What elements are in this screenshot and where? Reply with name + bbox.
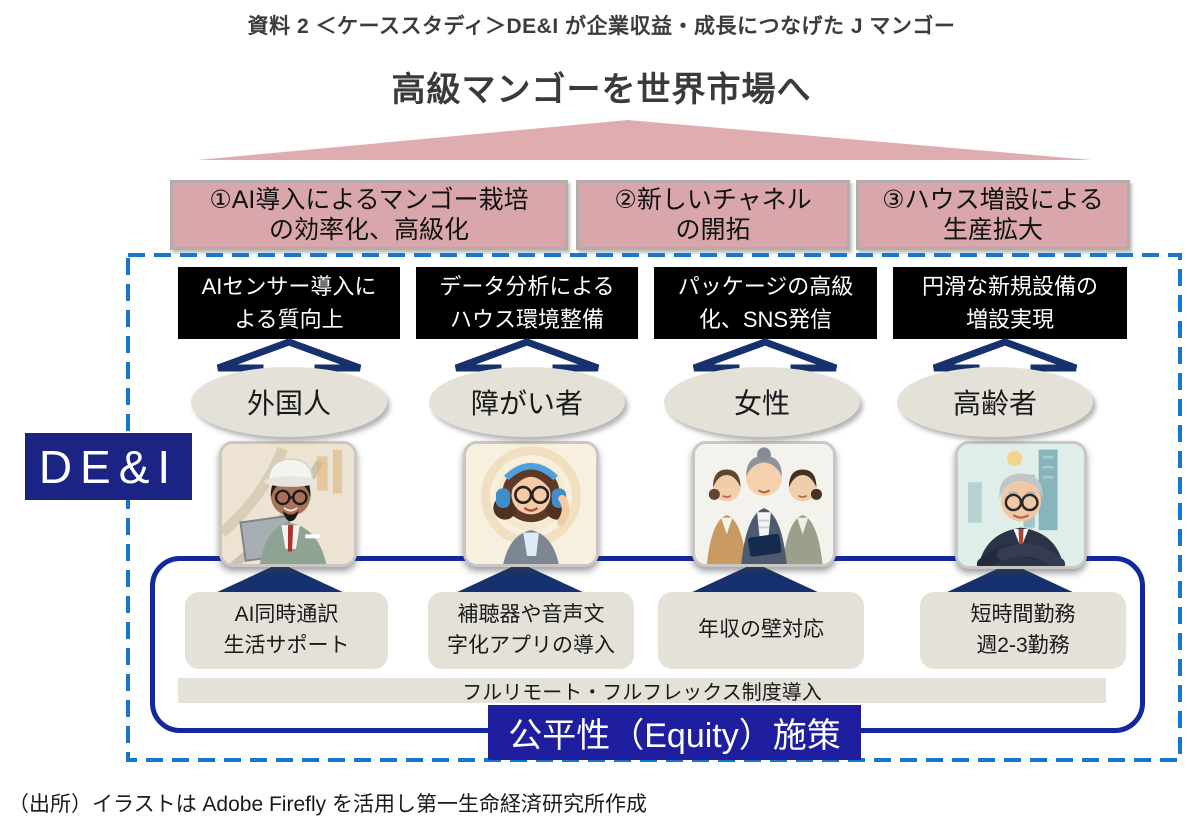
businesswomen-illustration-art [695, 444, 833, 564]
elderly-man-illustration-art [958, 444, 1084, 566]
page-title: 高級マンゴーを世界市場へ [391, 71, 812, 109]
group-ellipse-disabled: 障がい者 [429, 367, 625, 437]
shared-measure-bar: フルリモート・フルフレックス制度導入 [178, 678, 1106, 704]
illustration-foreign-worker [219, 441, 357, 567]
outcome-box-1: AIセンサー導入に よる質向上 [178, 267, 400, 339]
measure-box-2: 補聴器や音声文 字化アプリの導入 [428, 592, 634, 669]
measure-box-3: 年収の壁対応 [658, 592, 864, 669]
group-ellipse-seniors: 高齢者 [897, 367, 1093, 437]
outcome-box-2: データ分析による ハウス環境整備 [416, 267, 638, 339]
dei-dashed-border [126, 253, 1182, 762]
strategy-box-2: ②新しいチャネル の開拓 [576, 180, 850, 250]
strategy-box-1: ①AI導入によるマンゴー栽培 の効率化、高級化 [170, 180, 568, 250]
outcome-box-3: パッケージの高級 化、SNS発信 [654, 267, 877, 339]
strategy-box-3: ③ハウス増設による 生産拡大 [856, 180, 1130, 250]
measure-box-4: 短時間勤務 週2-3勤務 [920, 592, 1126, 669]
dei-label: DE&I [25, 433, 192, 500]
hearing-aid-woman-illustration-art [466, 444, 596, 564]
measure-box-1: AI同時通訳 生活サポート [185, 592, 388, 669]
foreign-worker-illustration-art [222, 444, 354, 564]
illustration-hearing-aid-woman [463, 441, 599, 567]
illustration-elderly-man [955, 441, 1087, 569]
group-ellipse-women: 女性 [664, 367, 860, 437]
outcome-box-4: 円滑な新規設備の 増設実現 [893, 267, 1127, 339]
illustration-businesswomen [692, 441, 836, 567]
group-ellipse-foreigners: 外国人 [191, 367, 387, 437]
source-note: （出所）イラストは Adobe Firefly を活用し第一生命経済研究所作成 [8, 793, 647, 816]
funnel-triangle [197, 120, 1092, 160]
equity-label: 公平性（Equity）施策 [488, 705, 861, 760]
figure-caption: 資料 2 ＜ケーススタディ＞DE&I が企業収益・成長につなげた J マンゴー [247, 15, 956, 38]
